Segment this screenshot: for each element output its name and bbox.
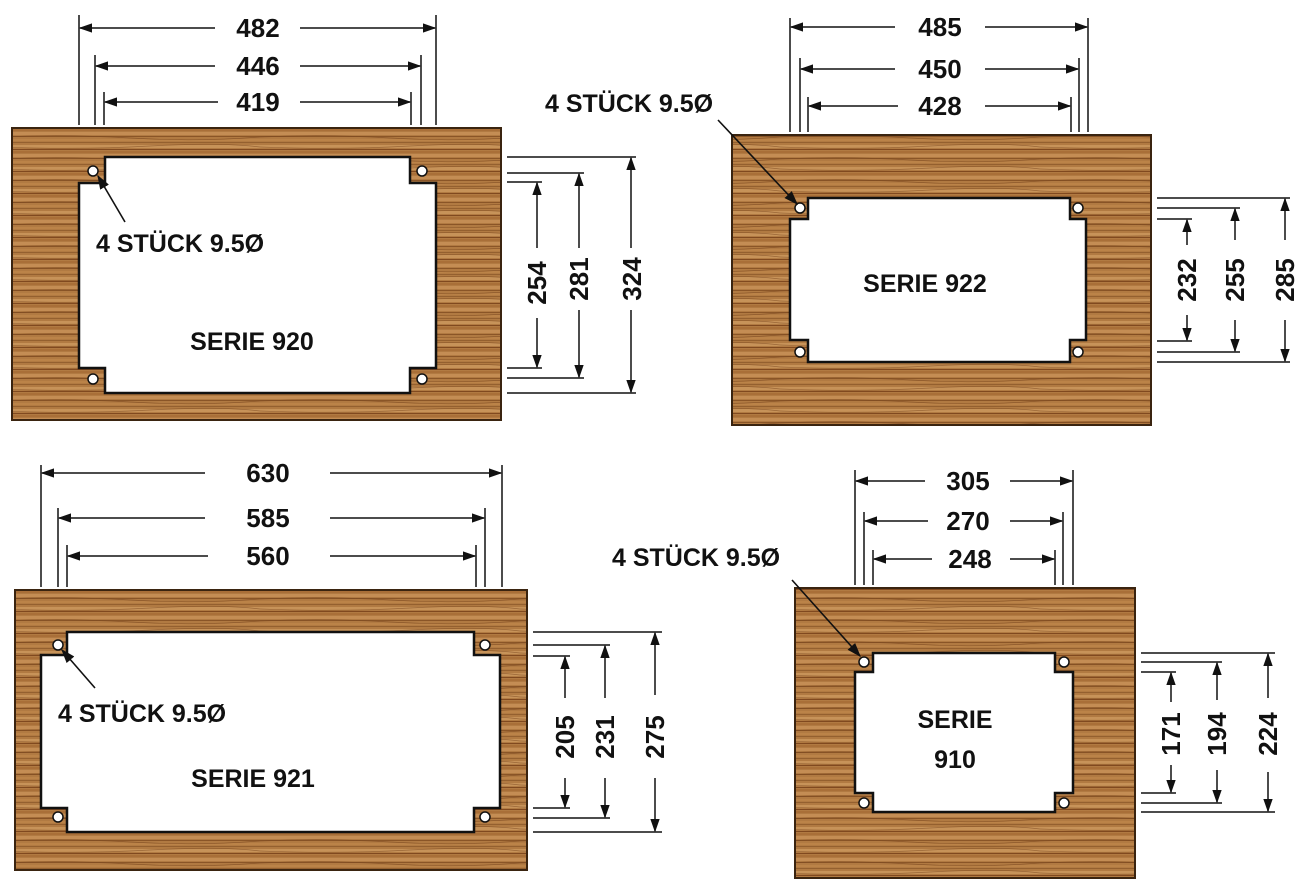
panel-serie-921: SERIE 921 4 STÜCK 9.5Ø 630 585 560 xyxy=(14,458,670,871)
hole-label: 4 STÜCK 9.5Ø xyxy=(58,699,226,728)
hole-label: 4 STÜCK 9.5Ø xyxy=(96,229,264,258)
height-dims xyxy=(1141,652,1275,813)
mounting-hole xyxy=(794,346,806,358)
series-title-line2: 910 xyxy=(934,746,976,774)
cutout xyxy=(853,651,1075,814)
height-outer: 285 xyxy=(1270,258,1300,301)
width-outer: 630 xyxy=(246,458,289,488)
mounting-hole xyxy=(52,811,64,823)
mounting-hole xyxy=(1058,797,1070,809)
width-dims xyxy=(789,18,1089,132)
height-inner: 254 xyxy=(522,261,552,305)
mounting-hole xyxy=(479,639,491,651)
cutout xyxy=(77,155,438,395)
series-title-line1: SERIE xyxy=(917,706,992,734)
width-outer: 485 xyxy=(918,12,961,42)
mounting-hole xyxy=(858,656,870,668)
width-dims xyxy=(78,15,437,125)
width-inner: 560 xyxy=(246,541,289,571)
height-inner: 232 xyxy=(1172,258,1202,301)
hole-leader xyxy=(97,174,126,223)
hole-label: 4 STÜCK 9.5Ø xyxy=(612,543,780,572)
width-mid: 446 xyxy=(236,51,279,81)
mounting-hole xyxy=(87,373,99,385)
height-mid: 255 xyxy=(1220,258,1250,301)
height-inner: 171 xyxy=(1156,712,1186,755)
mounting-hole xyxy=(1072,346,1084,358)
series-title: SERIE 920 xyxy=(190,328,314,356)
width-inner: 419 xyxy=(236,87,279,117)
width-mid: 270 xyxy=(946,506,989,536)
height-mid: 231 xyxy=(590,715,620,758)
height-inner: 205 xyxy=(550,715,580,758)
mounting-hole xyxy=(416,165,428,177)
panel-serie-922: SERIE 922 4 STÜCK 9.5Ø 485 450 428 xyxy=(545,12,1300,426)
panel-serie-910: SERIE 910 4 STÜCK 9.5Ø 305 270 248 xyxy=(612,466,1283,879)
series-title: SERIE 921 xyxy=(191,765,315,793)
mounting-hole xyxy=(1058,656,1070,668)
height-mid: 281 xyxy=(564,257,594,300)
series-title: SERIE 922 xyxy=(863,270,987,298)
width-outer: 305 xyxy=(946,466,989,496)
mounting-hole xyxy=(1072,202,1084,214)
width-mid: 450 xyxy=(918,54,961,84)
width-outer: 482 xyxy=(236,13,279,43)
mounting-hole xyxy=(479,811,491,823)
width-dims xyxy=(854,470,1074,585)
mounting-hole xyxy=(416,373,428,385)
height-outer: 324 xyxy=(617,257,647,301)
height-dims xyxy=(1157,197,1290,363)
height-mid: 194 xyxy=(1202,712,1232,756)
mounting-hole xyxy=(858,797,870,809)
width-inner: 248 xyxy=(948,544,991,574)
cutout xyxy=(39,630,502,834)
panel-serie-920: SERIE 920 4 STÜCK 9.5Ø 482 446 419 xyxy=(11,13,647,421)
cutout xyxy=(788,196,1088,364)
width-inner: 428 xyxy=(918,91,961,121)
height-outer: 224 xyxy=(1253,712,1283,756)
hole-leader xyxy=(791,579,861,658)
mounting-hole xyxy=(87,165,99,177)
mounting-hole xyxy=(794,202,806,214)
width-mid: 585 xyxy=(246,503,289,533)
width-dims xyxy=(40,465,503,587)
hole-leader xyxy=(717,119,798,206)
height-dims xyxy=(507,156,636,394)
hole-label: 4 STÜCK 9.5Ø xyxy=(545,89,713,118)
height-outer: 275 xyxy=(640,715,670,758)
mounting-hole xyxy=(52,639,64,651)
height-dims xyxy=(533,631,662,833)
hole-leader xyxy=(61,648,96,689)
